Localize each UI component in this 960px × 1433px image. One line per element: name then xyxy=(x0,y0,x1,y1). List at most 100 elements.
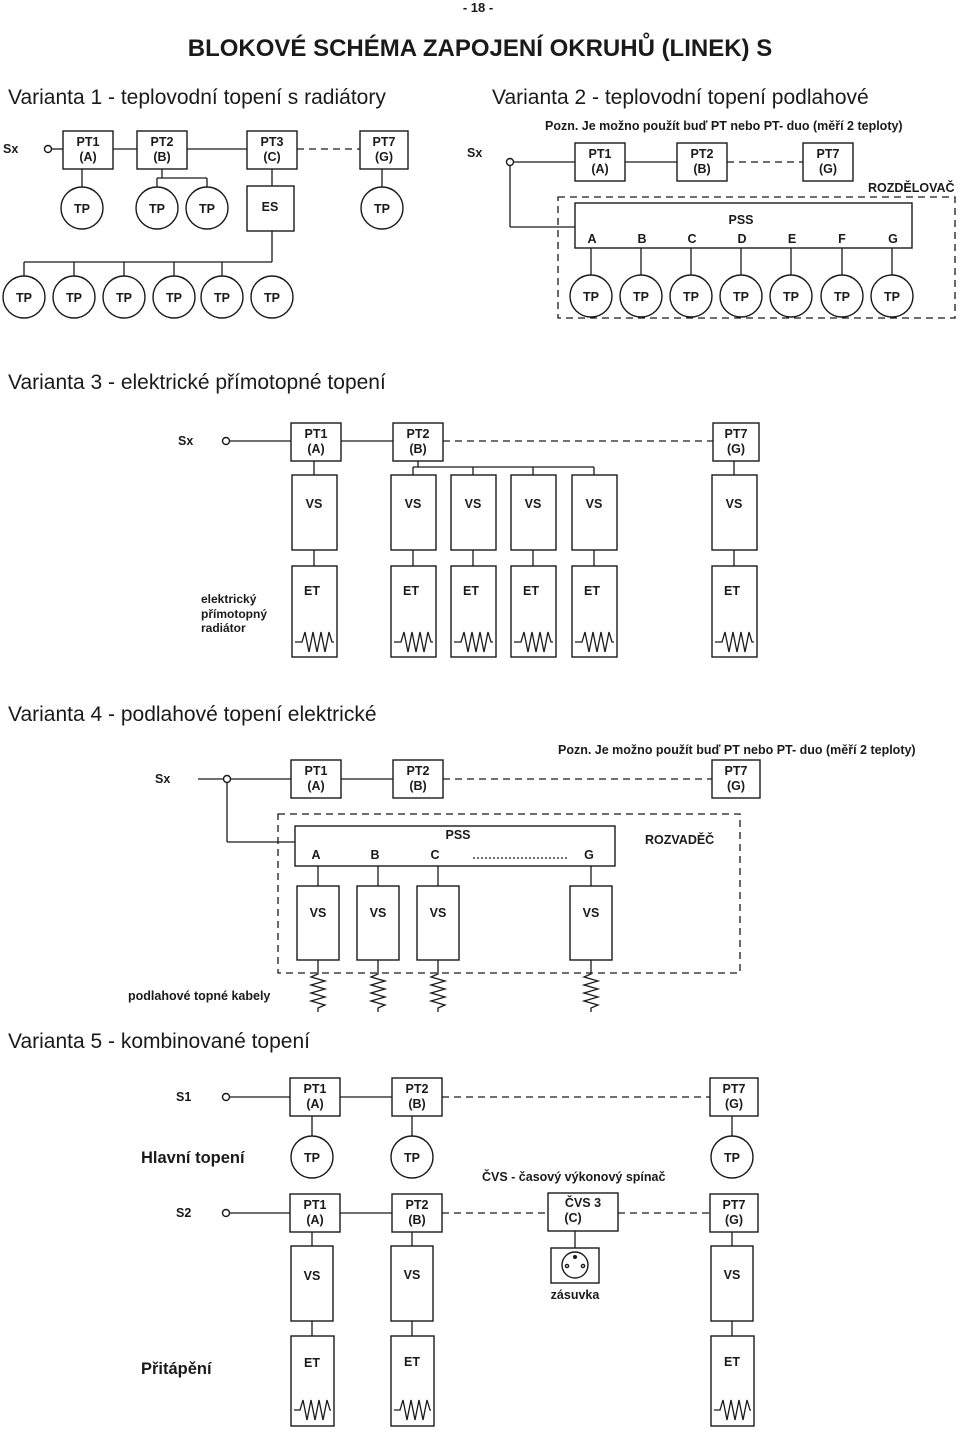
v4-sx-label: Sx xyxy=(155,772,170,786)
svg-text:TP: TP xyxy=(166,291,182,305)
v3-et-box xyxy=(390,565,437,658)
v5-pt1-box xyxy=(289,1077,341,1117)
svg-text:ET: ET xyxy=(403,584,419,598)
v5-socket-icon xyxy=(561,1251,589,1279)
v1-tp-circle xyxy=(135,186,179,230)
svg-text:VS: VS xyxy=(525,497,542,511)
v3-radiator-label: přímotopný xyxy=(201,607,267,621)
v4-vs-box xyxy=(296,885,340,961)
variant-4-diagram: Varianta 4 - podlahové topení elektrické… xyxy=(8,703,916,1012)
v5-s1-terminal xyxy=(221,1092,231,1102)
svg-text:(A): (A) xyxy=(79,150,96,164)
v3-heating-element xyxy=(715,631,754,653)
v3-vs-box xyxy=(510,474,557,551)
v5-pt1-box xyxy=(289,1193,341,1233)
v5-tp-circle xyxy=(710,1135,754,1179)
v5-s2-label: S2 xyxy=(176,1206,191,1220)
v5-heating-element xyxy=(714,1399,751,1421)
v5-cvs-legend: ČVS - časový výkonový spínač xyxy=(482,1169,665,1184)
variant-3-diagram: Varianta 3 - elektrické přímotopné topen… xyxy=(8,371,760,658)
svg-text:(G): (G) xyxy=(727,779,745,793)
v3-et-box xyxy=(450,565,497,658)
svg-text:PT1: PT1 xyxy=(305,764,328,778)
svg-text:VS: VS xyxy=(724,1268,741,1282)
v2-tp-circle xyxy=(870,274,914,318)
v4-vs-box xyxy=(416,885,460,961)
svg-text:TP: TP xyxy=(583,290,599,304)
svg-text:VS: VS xyxy=(405,497,422,511)
svg-text:(C): (C) xyxy=(564,1211,581,1225)
svg-text:(A): (A) xyxy=(306,1097,323,1111)
svg-text:C: C xyxy=(687,232,696,246)
svg-text:PT7: PT7 xyxy=(373,135,396,149)
svg-text:PT7: PT7 xyxy=(723,1082,746,1096)
svg-text:TP: TP xyxy=(214,291,230,305)
v4-pss-box xyxy=(294,825,616,867)
svg-text:ET: ET xyxy=(724,1355,740,1369)
v2-sx-label: Sx xyxy=(467,146,482,160)
v3-vs-box xyxy=(390,474,437,551)
v5-socket-label: zásuvka xyxy=(551,1288,601,1302)
svg-text:A: A xyxy=(587,232,596,246)
v4-floor-cable xyxy=(308,960,328,1012)
svg-text:D: D xyxy=(737,232,746,246)
v3-heating-element xyxy=(514,631,553,653)
v4-cables-label: podlahové topné kabely xyxy=(128,989,270,1003)
svg-text:TP: TP xyxy=(16,291,32,305)
svg-text:TP: TP xyxy=(683,290,699,304)
v5-pt7-box xyxy=(709,1077,759,1117)
svg-text:PT1: PT1 xyxy=(304,1198,327,1212)
v2-pt7-box xyxy=(802,142,854,182)
v4-sx-terminal xyxy=(222,774,232,784)
variant-4-heading: Varianta 4 - podlahové topení elektrické xyxy=(8,703,377,726)
v1-tp-circle xyxy=(60,186,104,230)
svg-text:G: G xyxy=(584,848,594,862)
v3-et-box xyxy=(711,565,758,658)
svg-text:F: F xyxy=(838,232,846,246)
v4-floor-cable xyxy=(428,960,448,1012)
svg-text:C: C xyxy=(430,848,439,862)
v2-tp-circle xyxy=(820,274,864,318)
svg-text:TP: TP xyxy=(783,290,799,304)
svg-text:(B): (B) xyxy=(693,162,710,176)
v1-pt7-box xyxy=(359,130,409,170)
svg-text:(B): (B) xyxy=(408,1213,425,1227)
v3-sx-label: Sx xyxy=(178,434,193,448)
svg-text:PT1: PT1 xyxy=(77,135,100,149)
svg-text:(G): (G) xyxy=(727,442,745,456)
svg-text:ET: ET xyxy=(463,584,479,598)
v3-vs-box xyxy=(291,474,338,551)
v5-et-box xyxy=(710,1335,755,1427)
v5-extra-heating-label: Přitápění xyxy=(141,1360,213,1378)
v2-tp-circle xyxy=(669,274,713,318)
v3-vs-box xyxy=(711,474,758,551)
svg-text:ET: ET xyxy=(404,1355,420,1369)
v2-tp-circle xyxy=(619,274,663,318)
svg-text:PT7: PT7 xyxy=(723,1198,746,1212)
v5-tp-circle xyxy=(290,1135,334,1179)
v3-et-box xyxy=(571,565,618,658)
v4-distributor-label: ROZVADĚČ xyxy=(645,832,714,847)
v5-et-box xyxy=(390,1335,435,1427)
svg-text:(A): (A) xyxy=(307,779,324,793)
svg-text:TP: TP xyxy=(834,290,850,304)
v3-heating-element xyxy=(394,631,433,653)
svg-text:VS: VS xyxy=(583,906,600,920)
v4-pt2-box xyxy=(392,759,444,799)
page-title: BLOKOVÉ SCHÉMA ZAPOJENÍ OKRUHŮ (LINEK) S xyxy=(188,32,772,62)
svg-text:VS: VS xyxy=(586,497,603,511)
svg-text:PT2: PT2 xyxy=(406,1082,429,1096)
v2-pt2-box xyxy=(676,142,728,182)
v3-heating-element xyxy=(295,631,334,653)
v2-tp-circle xyxy=(719,274,763,318)
svg-text:TP: TP xyxy=(66,291,82,305)
svg-text:VS: VS xyxy=(430,906,447,920)
v4-vs-box xyxy=(569,885,613,961)
svg-text:PT7: PT7 xyxy=(725,764,748,778)
svg-text:(A): (A) xyxy=(591,162,608,176)
variant-2-diagram: Varianta 2 - teplovodní topení podlahové… xyxy=(467,86,956,319)
v5-s2-terminal xyxy=(221,1208,231,1218)
svg-text:VS: VS xyxy=(726,497,743,511)
v1-pt2-box xyxy=(136,130,188,170)
svg-text:PSS: PSS xyxy=(728,213,753,227)
